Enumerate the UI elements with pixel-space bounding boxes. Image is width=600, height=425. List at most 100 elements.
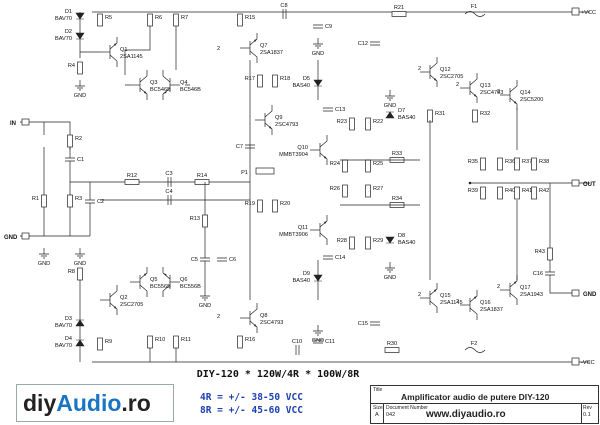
label-r41: R41 — [522, 188, 532, 194]
resistor-r40 — [497, 186, 503, 200]
resistor-r41 — [514, 186, 520, 200]
resistor-r42 — [531, 186, 537, 200]
resistor-r15 — [237, 13, 243, 27]
out-label: OUT — [583, 182, 596, 188]
transistor-arrow — [434, 289, 437, 292]
transistor-arrow — [474, 94, 477, 97]
diode-d7 — [385, 111, 395, 119]
transistor-arrow — [514, 101, 517, 104]
label-c3: C3 — [165, 171, 172, 177]
part-q3: BC546B — [150, 87, 171, 93]
transistor-arrow — [254, 324, 257, 327]
label-c4: C4 — [165, 189, 172, 195]
pin-number: 2 — [456, 299, 459, 305]
label-r11: R11 — [181, 337, 191, 343]
label-r4: R4 — [68, 63, 75, 69]
label-r8: R8 — [68, 269, 75, 275]
resistor-r6 — [147, 13, 153, 27]
part-d3: BAV70 — [55, 323, 72, 329]
part-q7: 2SA1837 — [260, 50, 283, 56]
label-q4: Q4 — [180, 80, 187, 86]
transistor-arrow — [144, 273, 147, 276]
zobel-wire — [549, 183, 572, 294]
pin-number: 2 — [456, 82, 459, 88]
label-r39: R39 — [468, 188, 478, 194]
diode-d4 — [75, 339, 85, 347]
capacitor-c11 — [313, 339, 323, 344]
diode-d1 — [75, 12, 85, 20]
transistor-arrow — [474, 296, 477, 299]
label-q7: Q7 — [260, 43, 267, 49]
label-q13: Q13 — [480, 83, 491, 89]
rev-label: Rev — [583, 405, 592, 411]
label-d4: D4 — [65, 336, 72, 342]
part-q4: BC546B — [180, 87, 201, 93]
label-r30: R30 — [387, 341, 397, 347]
label-r10: R10 — [155, 337, 165, 343]
transistor-q8-leads — [249, 303, 258, 333]
output-collector-wire — [429, 108, 518, 280]
label-q8: Q8 — [260, 313, 267, 319]
label-d1: D1 — [65, 9, 72, 15]
logo-part-ro: .ro — [121, 390, 151, 416]
label-r13: R13 — [190, 216, 200, 222]
diode-d9 — [313, 274, 323, 282]
ground-symbol — [200, 290, 210, 301]
part-q5: BC556B — [150, 284, 171, 290]
diode-d5 — [313, 79, 323, 87]
vcc-neg-label: -VCC — [581, 360, 595, 366]
part-d5: BAS40 — [293, 83, 310, 89]
ground-symbol — [75, 248, 85, 259]
transistor-arrow — [163, 273, 167, 276]
label-q3: Q3 — [150, 80, 157, 86]
resistor-r22 — [365, 117, 371, 131]
transistor-q1-leads — [109, 37, 118, 67]
ground-symbol — [313, 325, 323, 336]
label-c16: C16 — [533, 271, 543, 277]
label-r20: R20 — [280, 201, 290, 207]
transistor-arrow — [324, 221, 327, 224]
label-q16: Q16 — [480, 300, 491, 306]
label-r5: R5 — [105, 15, 112, 21]
resistor-r4 — [77, 61, 83, 75]
resistor-r14 — [194, 179, 210, 185]
capacitor-c15 — [370, 321, 380, 326]
capacitor-c6 — [217, 257, 227, 262]
resistor-r21 — [391, 11, 407, 17]
part-q9: 2SC4793 — [275, 122, 298, 128]
rev-value: 0.1 — [583, 412, 591, 418]
resistor-r24 — [342, 159, 348, 173]
label-r9: R9 — [105, 339, 112, 345]
transistor-q9-leads — [264, 105, 273, 135]
label-d2: D2 — [65, 29, 72, 35]
resistor-r23 — [349, 117, 355, 131]
gnd-label: GND — [312, 51, 324, 57]
in-label: IN — [10, 121, 16, 127]
protection-wire — [340, 159, 420, 206]
resistor-r28 — [349, 236, 355, 250]
label-c11: C11 — [325, 339, 335, 345]
transistor-arrow — [114, 43, 117, 46]
label-q5: Q5 — [150, 277, 157, 283]
part-q1: 2SA1145 — [120, 54, 143, 60]
resistor-r38 — [531, 157, 537, 171]
in-terminal — [21, 118, 30, 126]
label-q9: Q9 — [275, 115, 282, 121]
part-q16: 2SA1837 — [480, 307, 503, 313]
part-q2: 2SC2705 — [120, 302, 143, 308]
spec-title: DIY-120 * 120W/4R * 100W/8R — [196, 369, 360, 380]
part-q8: 2SC4793 — [260, 320, 283, 326]
vcc-pos-label: +VCC — [581, 10, 596, 16]
label-r40: R40 — [505, 188, 515, 194]
transistor-q4-leads — [162, 70, 171, 100]
pin-number: 2 — [497, 89, 500, 95]
gnd-label: GND — [199, 303, 211, 309]
vcc-pos-terminal — [571, 7, 580, 16]
gnd-label: GND — [74, 93, 86, 99]
resistor-r1 — [41, 194, 47, 208]
capacitor-c8 — [282, 9, 287, 19]
gnd-out-terminal — [571, 289, 580, 297]
resistor-r35 — [480, 157, 486, 171]
capacitor-c13 — [323, 107, 333, 112]
